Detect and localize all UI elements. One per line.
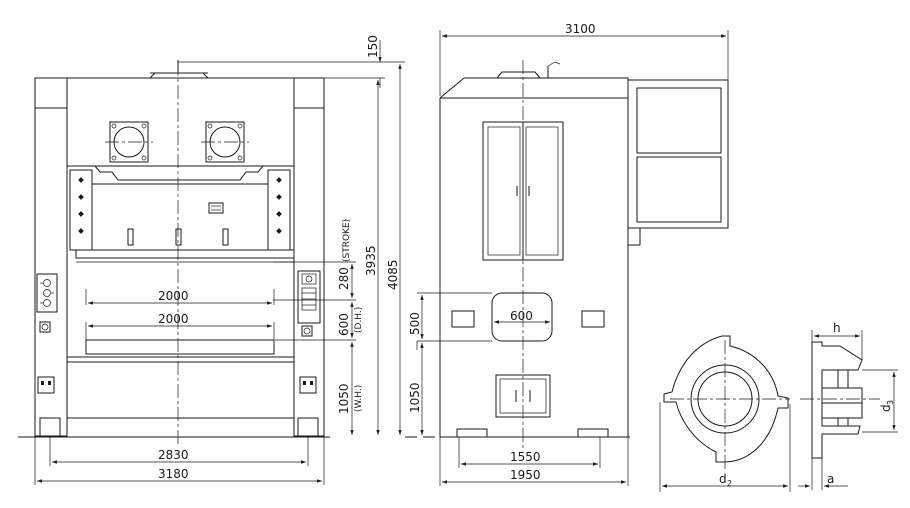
right-flange <box>201 121 249 163</box>
side-cabinet <box>627 79 729 229</box>
slide-frame <box>67 165 294 181</box>
dim-width-inner: 2830 <box>158 448 189 462</box>
right-foot-switch <box>299 376 317 394</box>
side-view: 3100 600 500 1050 1550 1950 <box>405 22 729 486</box>
dim-opening-w: 600 <box>510 309 533 323</box>
label-d3: d <box>879 404 893 412</box>
front-view: 2000 2000 2830 3180 150 3935 4085 280 (S… <box>18 35 405 485</box>
left-flange <box>105 121 153 163</box>
dim-bolster-upper: 2000 <box>158 289 189 303</box>
label-h: h <box>833 321 841 335</box>
dim-opening-h: 500 <box>408 312 422 335</box>
dim-bolster-lower: 2000 <box>158 312 189 326</box>
label-dh: (D.H.) <box>354 307 364 333</box>
label-d2-sub: 2 <box>727 479 732 488</box>
detail-cutter-side: h d 3 a <box>798 321 898 490</box>
dim-height-a: 3935 <box>364 245 378 276</box>
dim-stroke: 280 <box>337 267 351 290</box>
label-a: a <box>827 472 834 486</box>
dim-base-inner: 1550 <box>510 450 541 464</box>
side-window <box>491 292 553 342</box>
label-d2: d <box>719 472 727 486</box>
side-frame <box>439 77 629 437</box>
right-control-panel <box>297 270 321 324</box>
detail-cutter-front: d 2 <box>659 335 791 492</box>
dim-wh: 1050 <box>337 383 351 414</box>
right-column <box>293 77 325 437</box>
dim-depth-total: 3100 <box>565 22 596 36</box>
dim-dh: 600 <box>337 313 351 336</box>
dim-side-wh: 1050 <box>408 382 422 413</box>
left-control-panel <box>36 273 58 313</box>
label-wh: (W.H.) <box>354 385 364 412</box>
dim-top-gap: 150 <box>366 35 380 58</box>
label-d3-sub: 3 <box>886 400 895 405</box>
dim-base-outer: 1950 <box>510 468 541 482</box>
dim-height-b: 4085 <box>386 259 400 290</box>
nameplate <box>208 202 224 214</box>
label-stroke: (STROKE) <box>342 219 352 262</box>
left-foot-switch <box>37 376 55 394</box>
dim-width-outer: 3180 <box>158 467 189 481</box>
crown <box>66 77 295 167</box>
